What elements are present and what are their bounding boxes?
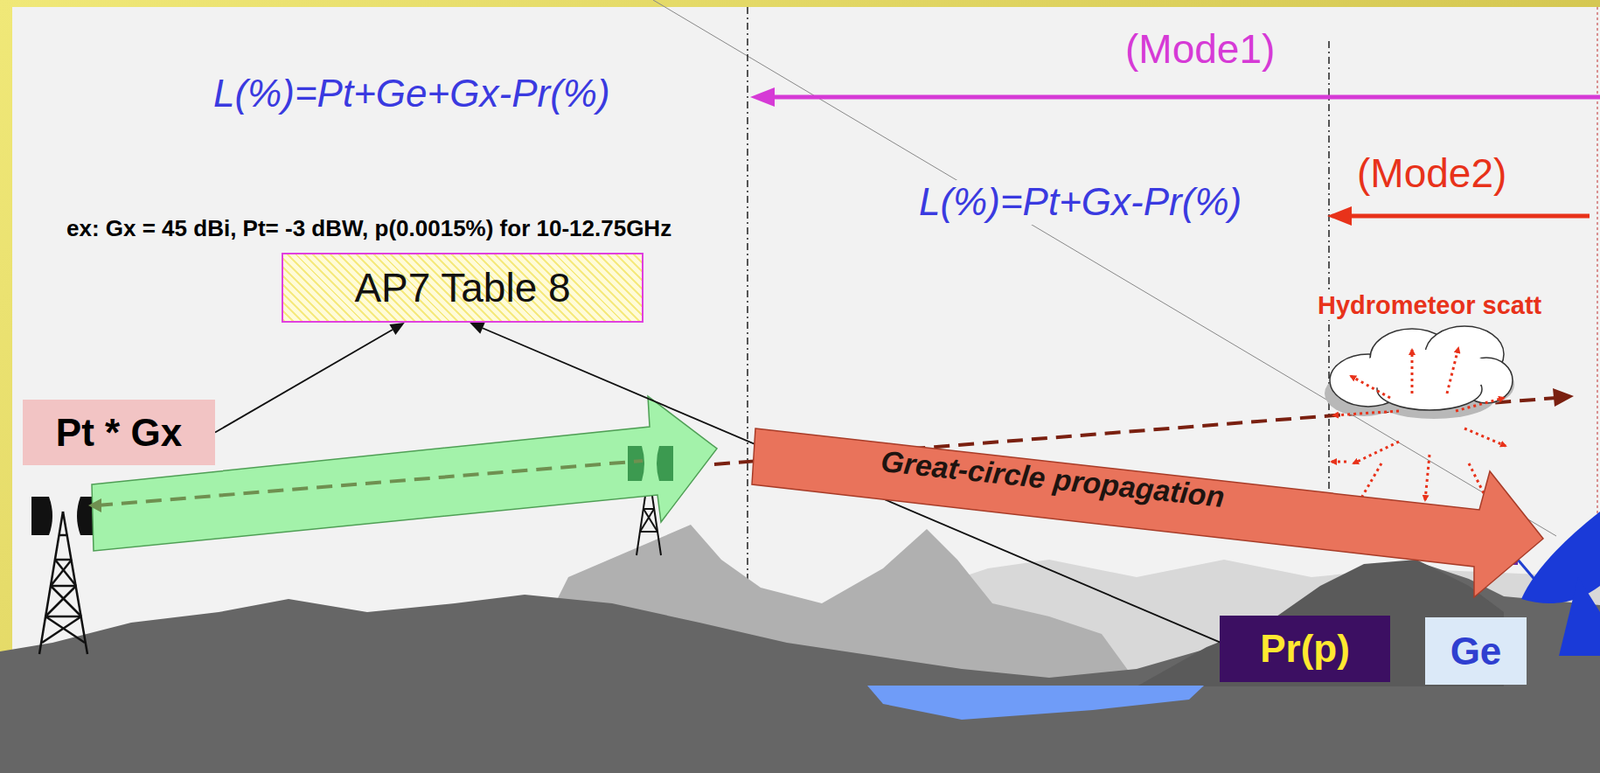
illustration-part [1331, 460, 1347, 464]
power-gain-box: Pt * Gx [22, 399, 216, 466]
illustration-part [1350, 375, 1391, 398]
mode-label: (Mode2) [1356, 150, 1507, 197]
node-text: Pr(p) [1259, 626, 1350, 671]
leader-arrow [215, 322, 405, 433]
node-text: AP7 Table 8 [354, 264, 571, 312]
illustration-part [50, 559, 72, 586]
illustration-part [1355, 349, 1496, 394]
example-note: ex: Gx = 45 dBi, Pt= -3 dBW, p(0.0015%) … [66, 215, 672, 243]
illustration-part [1446, 347, 1459, 394]
node-text: Pt * Gx [55, 410, 182, 455]
arrow-body [751, 428, 1544, 598]
illustration-part [1411, 349, 1414, 394]
illustration-part [55, 558, 72, 562]
illustration-part [55, 559, 77, 586]
illustration-part [1329, 326, 1513, 411]
illustration-part [750, 87, 775, 107]
loss-formula: L(%)=Pt+Gx-Pr(%) [915, 180, 1246, 225]
illustration-part [746, 6, 749, 591]
table-reference-box: AP7 Table 8 [281, 252, 644, 323]
illustration-part [1597, 6, 1599, 525]
illustration-part [1464, 428, 1506, 446]
illustration-part [45, 615, 82, 619]
illustration-part [31, 496, 53, 536]
earth-gain-box: Ge [1425, 617, 1527, 685]
illustration-part [1558, 577, 1600, 656]
illustration-part [769, 95, 1600, 100]
arrow-head [469, 322, 485, 334]
illustration-part [1331, 347, 1506, 512]
illustration-part [627, 445, 645, 481]
mode-label: (Mode1) [1125, 26, 1275, 73]
scatter-label: Hydrometeor scatt [1315, 291, 1544, 320]
illustration-part [88, 498, 102, 513]
illustration-part [1552, 388, 1574, 407]
illustration-part [643, 507, 654, 510]
loss-formula: L(%)=Pt+Ge+Gx-Pr(%) [209, 71, 614, 117]
illustration-part [640, 508, 654, 532]
illustration-part [45, 585, 77, 617]
illustration-part [643, 508, 658, 532]
arrow-head [389, 322, 404, 335]
illustration-part [1355, 349, 1496, 394]
illustration-part [1425, 454, 1430, 501]
leader-line [215, 329, 393, 432]
illustration-part [867, 685, 1204, 720]
illustration-part [640, 530, 658, 533]
illustration-part [1327, 206, 1352, 226]
illustration-part [1333, 410, 1399, 416]
illustration-part [1328, 41, 1330, 516]
propagation-arrow: Great-circle propagation [747, 419, 1552, 604]
arrow-shape [747, 419, 1552, 604]
illustration-part [58, 534, 68, 537]
illustration-part [656, 445, 674, 481]
received-power-box: Pr(p) [1219, 615, 1391, 682]
illustration-part [45, 616, 85, 643]
illustration-part [50, 584, 77, 588]
illustration-part [50, 585, 82, 617]
illustration-part [1346, 214, 1590, 219]
illustration-part [1455, 397, 1504, 411]
node-text: Ge [1450, 629, 1503, 674]
illustration-part [41, 616, 82, 643]
illustration-part [97, 460, 643, 506]
illustration-part [1353, 441, 1399, 464]
